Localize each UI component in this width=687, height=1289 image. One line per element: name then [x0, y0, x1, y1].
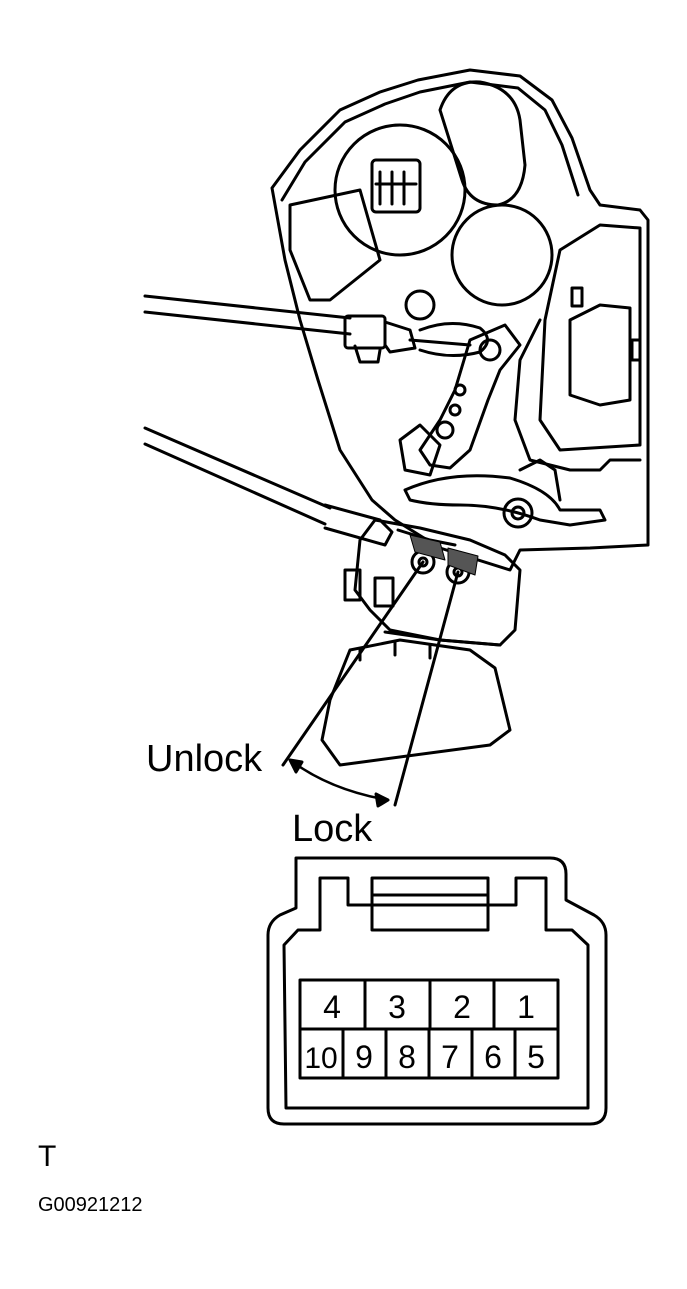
- lower-round-gear: [450, 203, 554, 307]
- unlock-pointer: [281, 560, 425, 767]
- terminal-7: 7: [441, 1039, 459, 1075]
- rod-clip-upper: [343, 314, 387, 350]
- connector-latch: [370, 876, 490, 932]
- lock-housing: [270, 68, 650, 572]
- terminal-2: 2: [453, 989, 471, 1025]
- unlock-label: Unlock: [146, 738, 263, 780]
- lock-pointer: [393, 570, 460, 807]
- lock-rod-lower: [143, 426, 332, 510]
- upper-oval-opening: [438, 80, 527, 207]
- lock-lever: [418, 323, 522, 470]
- cam-plate: [403, 474, 607, 527]
- terminal-9: 9: [355, 1039, 373, 1075]
- lock-body-right: [538, 223, 642, 452]
- terminal-1: 1: [517, 989, 535, 1025]
- terminal-8: 8: [398, 1039, 416, 1075]
- lock-rod-upper: [143, 294, 352, 320]
- terminal-5: 5: [527, 1039, 545, 1075]
- terminal-10: 10: [304, 1042, 337, 1075]
- switch-connector: [320, 638, 512, 767]
- lock-label: Lock: [292, 808, 373, 850]
- terminal-4: 4: [323, 989, 341, 1025]
- motor-socket: [370, 158, 422, 214]
- view-label: T: [38, 1140, 57, 1173]
- figure-code: G00921212: [38, 1194, 143, 1216]
- terminal-6: 6: [484, 1039, 502, 1075]
- terminal-3: 3: [388, 989, 406, 1025]
- connector-face-outline: [266, 856, 608, 1126]
